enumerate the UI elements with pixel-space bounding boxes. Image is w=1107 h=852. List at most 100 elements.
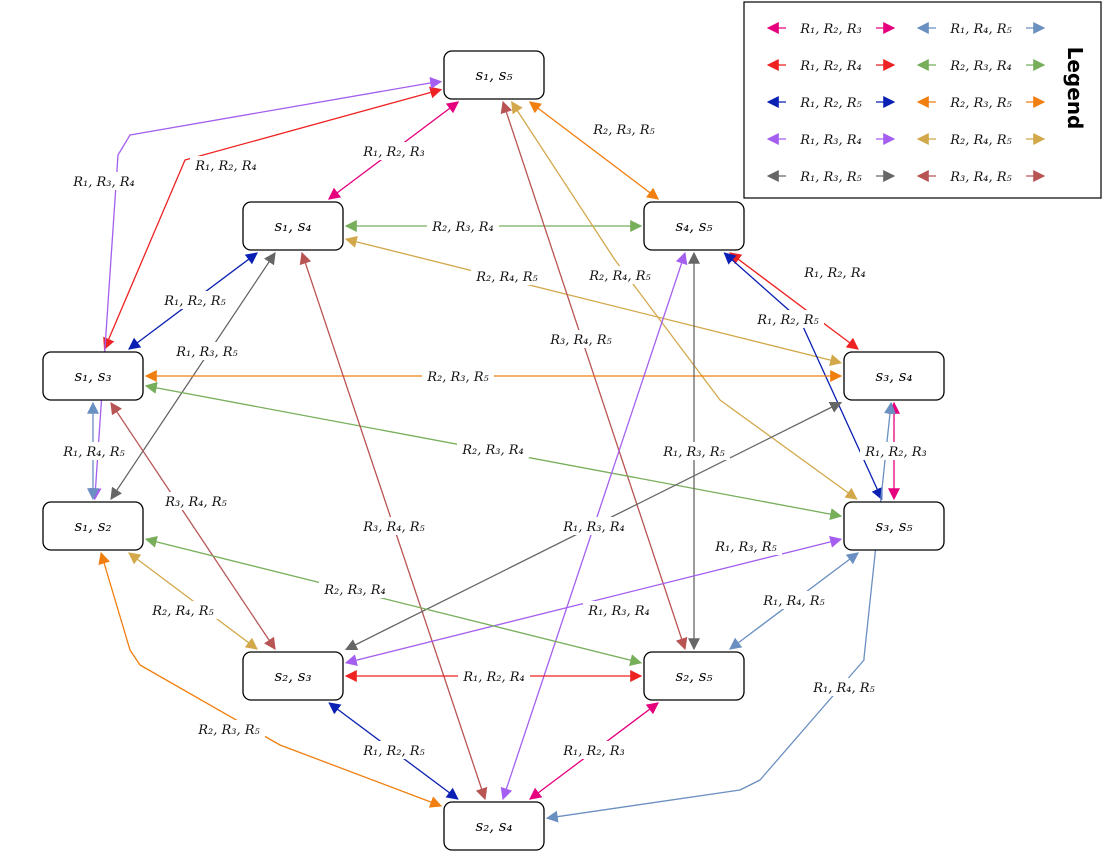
legend-label-bg	[936, 92, 1026, 110]
edge-label: R₃, R₄, R₅	[362, 520, 425, 535]
edge-label-bg	[808, 678, 880, 696]
edge-s12-s25	[144, 535, 643, 667]
edge-s34-s24	[545, 401, 896, 823]
legend-label: R₁, R₃, R₄	[799, 133, 862, 148]
edge-label-bg	[471, 267, 543, 285]
node-label: s₃, s₅	[876, 517, 913, 535]
legend-label-bg	[936, 55, 1026, 73]
edge-label-bg	[860, 442, 932, 460]
edge-label-bg	[558, 741, 630, 759]
node-s15: s₁, s₅	[443, 50, 545, 100]
legend-label-bg	[936, 18, 1026, 36]
edge-label-bg	[658, 442, 730, 460]
legend-label: R₂, R₃, R₅	[949, 96, 1012, 111]
legend-entry-r345: R₃, R₄, R₅	[916, 166, 1046, 185]
edge-label: R₁, R₃, R₄	[562, 520, 625, 535]
edge-label: R₂, R₄, R₅	[151, 604, 214, 619]
edge-label-bg	[358, 741, 430, 759]
edge-label: R₂, R₃, R₄	[461, 443, 524, 458]
node-box	[42, 501, 144, 551]
edge-label: R₁, R₂, R₃	[562, 744, 625, 759]
node-s14: s₁, s₄	[242, 201, 344, 251]
node-box	[42, 351, 144, 401]
edge-s45-s15	[528, 101, 660, 200]
edge-label: R₁, R₃, R₄	[72, 175, 135, 190]
legend-entry-r234: R₂, R₃, R₄	[916, 55, 1046, 74]
edge-label: R₁, R₃, R₄	[587, 604, 650, 619]
edge-label-bg	[752, 310, 824, 328]
legend-label-bg	[936, 166, 1026, 184]
node-label: s₂, s₅	[676, 667, 713, 685]
node-s12: s₁, s₂	[42, 501, 144, 551]
edge-label: R₁, R₂, R₄	[803, 266, 866, 281]
legend-label-bg	[936, 129, 1026, 147]
edge-label-bg	[422, 367, 494, 385]
edge-label: R₂, R₃, R₅	[426, 370, 489, 385]
node-s35: s₃, s₅	[843, 501, 945, 551]
edge-label: R₁, R₂, R₅	[362, 744, 425, 759]
node-label: s₂, s₃	[275, 667, 312, 685]
node-label: s₁, s₂	[75, 517, 112, 535]
edge-label-bg	[160, 492, 232, 510]
legend-entry-r135: R₁, R₃, R₅	[766, 166, 896, 185]
edge-label-bg	[190, 156, 262, 174]
node-box	[242, 651, 344, 701]
node-s45: s₄, s₅	[643, 201, 745, 251]
legend-label-bg	[786, 18, 876, 36]
node-s13: s₁, s₃	[42, 351, 144, 401]
edge-label-bg	[68, 172, 140, 190]
edge-label: R₁, R₃, R₅	[175, 345, 238, 360]
node-box	[443, 50, 545, 100]
edge-label: R₁, R₂, R₅	[163, 294, 226, 309]
edge-label-bg	[710, 537, 782, 555]
edge-label-bg	[159, 291, 231, 309]
node-box	[843, 351, 945, 401]
edge-label-bg	[427, 217, 499, 235]
legend-label: R₃, R₄, R₅	[949, 170, 1012, 185]
legend-entry-r123: R₁, R₂, R₃	[766, 18, 896, 37]
node-box	[643, 201, 745, 251]
node-box	[443, 801, 545, 851]
legend-label-bg	[786, 55, 876, 73]
edge-label: R₁, R₃, R₅	[662, 445, 725, 460]
edge-label: R₁, R₂, R₃	[362, 145, 425, 160]
edge-label-bg	[58, 442, 130, 460]
edge-label-bg	[358, 517, 430, 535]
node-label: s₁, s₄	[275, 217, 312, 235]
legend-label: R₁, R₂, R₄	[799, 59, 862, 74]
legend-label: R₂, R₄, R₅	[949, 133, 1012, 148]
edge-label-bg	[558, 517, 630, 535]
legend-title: Legend	[1063, 47, 1087, 130]
edge-label-bg	[319, 580, 391, 598]
legend-label: R₁, R₃, R₅	[799, 170, 862, 185]
edge-label-bg	[193, 720, 265, 738]
edge-label: R₁, R₄, R₅	[762, 594, 825, 609]
legend-entry-r245: R₂, R₄, R₅	[916, 129, 1046, 148]
node-label: s₄, s₅	[676, 217, 713, 235]
edge-label: R₂, R₃, R₄	[323, 583, 386, 598]
edge-label-bg	[588, 120, 660, 138]
node-box	[843, 501, 945, 551]
edge-label-bg	[358, 142, 430, 160]
edge-label: R₂, R₄, R₅	[475, 270, 538, 285]
edge-label-bg	[799, 263, 871, 281]
node-box	[643, 651, 745, 701]
edge-label-bg	[457, 440, 529, 458]
node-s24: s₂, s₄	[443, 801, 545, 851]
legend-label: R₁, R₂, R₅	[799, 96, 862, 111]
legend-label-bg	[786, 129, 876, 147]
edge-label: R₂, R₄, R₅	[588, 269, 651, 284]
edge-label: R₂, R₃, R₄	[431, 220, 494, 235]
node-label: s₁, s₅	[476, 66, 513, 84]
edge-label: R₁, R₃, R₅	[714, 540, 777, 555]
node-label: s₂, s₄	[476, 817, 513, 835]
legend-label: R₂, R₃, R₄	[949, 59, 1012, 74]
edge-label: R₃, R₄, R₅	[549, 333, 612, 348]
edge-label-bg	[458, 667, 530, 685]
edge-label-bg	[583, 601, 655, 619]
edge-label-bg	[545, 330, 617, 348]
